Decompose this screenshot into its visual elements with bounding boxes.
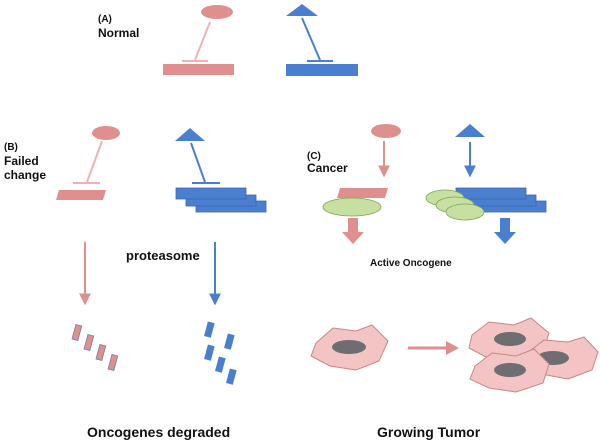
pink-inhibition-line [194,21,211,61]
tumor-cell-cluster [468,317,599,393]
blue-degraded-fragments [204,321,237,385]
single-cell [310,324,389,371]
blue-regulator-triangle [286,4,318,16]
pink-regulator-oval [371,124,401,138]
panel-b-letter: (B) [4,142,18,153]
caption-oncogenes-degraded: Oncogenes degraded [87,424,231,440]
active-oncogene-label: Active Oncogene [370,258,452,269]
pink-regulator-oval [201,5,233,19]
pink-oncogene-bar [163,64,234,75]
blue-regulator-triangle [175,128,205,141]
panel-b-title-line2: change [4,168,47,182]
panel-a [163,4,358,76]
panel-b-title-line1: Failed [4,154,39,168]
panel-a-title: Normal [98,26,140,40]
panel-b [56,126,267,385]
green-partner-oval [322,197,382,217]
blue-oncogene-bar [286,64,358,76]
panel-a-letter: (A) [98,14,112,25]
nucleus [332,340,366,354]
pink-output-arrow [342,218,364,244]
panel-c [310,124,599,393]
blue-inhibition-line [301,17,321,61]
panel-c-title: Cancer [307,161,348,175]
green-partner-stack [425,189,485,221]
pink-oncogene-skewed [337,188,388,198]
blue-output-arrow [494,218,516,244]
pink-inhibition-line [86,140,103,183]
blue-inhibition-line [190,142,206,183]
blue-regulator-triangle [455,124,485,137]
growth-arrow [408,341,459,355]
panel-c-letter: (C) [307,151,321,162]
pink-regulator-oval [92,126,120,140]
caption-growing-tumor: Growing Tumor [377,424,481,440]
pink-oncogene-skewed [56,190,106,200]
proteasome-label: proteasome [126,248,200,263]
blue-oncogene-stack [175,187,267,213]
pink-degraded-fragments [71,323,119,371]
